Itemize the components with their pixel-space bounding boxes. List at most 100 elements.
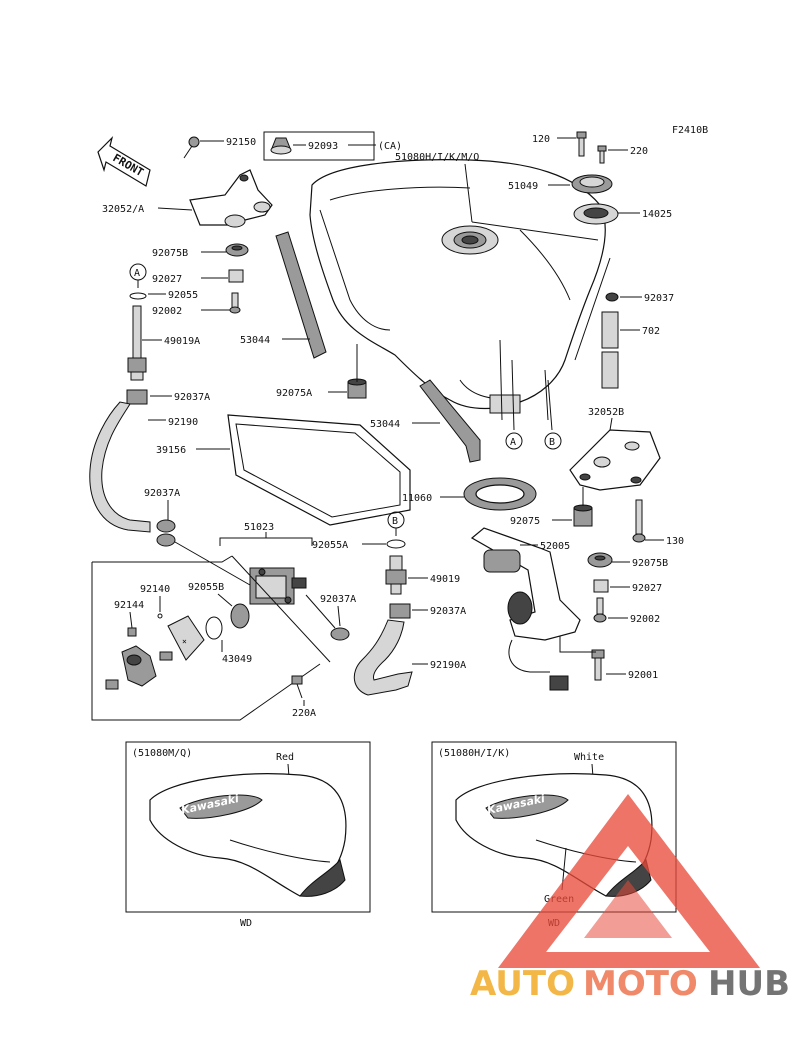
- watermark-moto: MOTO: [583, 964, 698, 1004]
- hose-92190: [89, 401, 151, 533]
- fitting-49019a: [127, 305, 147, 381]
- label-32052b: 32052B: [588, 407, 624, 418]
- svg-text:A: A: [510, 437, 516, 448]
- watermark-logo: AUTO MOTO HUB: [470, 794, 790, 1004]
- screw-92144: [127, 627, 137, 637]
- callout-b-left: B: [387, 511, 405, 529]
- strip-53044-left: [275, 231, 327, 359]
- svg-text:×: ×: [182, 637, 187, 646]
- bracket-32052a: [189, 169, 273, 228]
- ball-92140: [157, 613, 163, 619]
- svg-text:A: A: [134, 268, 140, 279]
- ring-14025: [573, 203, 619, 225]
- filler-cap-51049: [571, 174, 613, 194]
- clamp-92037a-middle: [330, 627, 350, 641]
- inset-right-color-top: White: [574, 752, 604, 763]
- watermark-auto: AUTO: [470, 964, 575, 1004]
- bolt-92150: [183, 136, 200, 159]
- label-51049: 51049: [508, 181, 538, 192]
- damper-92075b-right: [587, 552, 613, 568]
- hose-92190a: [353, 619, 413, 696]
- svg-text:B: B: [392, 516, 398, 527]
- inset-left: (51080M/Q) Red Kawasaki WD: [125, 741, 371, 929]
- inset-left-footer: WD: [240, 918, 252, 929]
- clamp-92037a-right: [389, 603, 411, 619]
- grommet-92093: [263, 131, 375, 161]
- oring-92055a: [386, 539, 406, 549]
- label-92075b-left: 92075B: [152, 248, 188, 259]
- label-49019: 49019: [430, 574, 460, 585]
- label-92002-left: 92002: [152, 306, 182, 317]
- label-92075a: 92075A: [276, 388, 312, 399]
- inset-left-model: (51080M/Q): [132, 748, 192, 759]
- hose-702: [601, 311, 619, 389]
- label-ca: (CA): [378, 141, 402, 152]
- label-43049: 43049: [222, 654, 252, 665]
- fuel-cock-detail-frame: [91, 555, 331, 721]
- label-11060: 11060: [402, 493, 432, 504]
- label-220: 220: [630, 146, 648, 157]
- label-92001: 92001: [628, 670, 658, 681]
- label-92037: 92037: [644, 293, 674, 304]
- label-92075: 92075: [510, 516, 540, 527]
- bolt-92001: [591, 649, 605, 681]
- screw-220a: [291, 675, 303, 699]
- label-220a: 220A: [292, 708, 316, 719]
- inset-left-color: Red: [276, 752, 294, 763]
- diaphragm-plate: ×: [167, 603, 250, 661]
- label-32052a: 32052/A: [102, 204, 144, 215]
- label-130: 130: [666, 536, 684, 547]
- label-53044-left: 53044: [240, 335, 270, 346]
- label-702: 702: [642, 326, 660, 337]
- label-92190: 92190: [168, 417, 198, 428]
- label-51080: 51080H/I/K/M/Q: [395, 152, 479, 163]
- label-92037a-right: 92037A: [430, 606, 466, 617]
- clip-92037: [605, 292, 619, 302]
- fitting-49019: [385, 555, 407, 595]
- bolt-120: [576, 131, 587, 157]
- label-92140: 92140: [140, 584, 170, 595]
- fuel-pump-52005: [470, 527, 581, 691]
- collar-92027-right: [593, 579, 609, 593]
- clamp-92037a-left: [126, 389, 148, 405]
- label-92002-right: 92002: [630, 614, 660, 625]
- inset-right-model: (51080H/I/K): [438, 748, 510, 759]
- damper-92075-right: [573, 504, 593, 527]
- bolt-220: [597, 145, 607, 164]
- front-arrow-icon: FRONT: [97, 136, 151, 187]
- screw-92002-left: [229, 292, 241, 314]
- fuel-cock-51023: [249, 567, 307, 605]
- damper-92075b-left: [225, 243, 249, 257]
- label-53044-right: 53044: [370, 419, 400, 430]
- label-92055a: 92055A: [312, 540, 348, 551]
- label-92037a-left: 92037A: [174, 392, 210, 403]
- label-52005: 52005: [540, 541, 570, 552]
- screw-92002-right: [593, 597, 607, 623]
- collar-92027-left: [228, 269, 244, 283]
- bracket-32052b: [569, 429, 661, 491]
- label-14025: 14025: [642, 209, 672, 220]
- label-120: 120: [532, 134, 550, 145]
- label-92075b-right: 92075B: [632, 558, 668, 569]
- label-39156: 39156: [156, 445, 186, 456]
- cock-lever: [105, 645, 173, 690]
- callout-a-tank: A: [505, 359, 523, 450]
- bolt-130: [632, 499, 646, 543]
- label-92150: 92150: [226, 137, 256, 148]
- fuel-tank: [309, 159, 606, 421]
- label-92037a-middle: 92037A: [320, 594, 356, 605]
- label-92037a-lower: 92037A: [144, 488, 180, 499]
- oring-92055: [129, 292, 147, 300]
- pad-39156: [227, 414, 411, 526]
- label-92055b: 92055B: [188, 582, 224, 593]
- label-92055: 92055: [168, 290, 198, 301]
- label-92027-right: 92027: [632, 583, 662, 594]
- callout-a-left: A: [129, 263, 147, 281]
- label-51023: 51023: [244, 522, 274, 533]
- svg-text:B: B: [549, 437, 555, 448]
- gasket-11060: [463, 477, 537, 511]
- clamp-92037a-lower: [156, 519, 176, 547]
- callout-b-tank: B: [544, 379, 562, 450]
